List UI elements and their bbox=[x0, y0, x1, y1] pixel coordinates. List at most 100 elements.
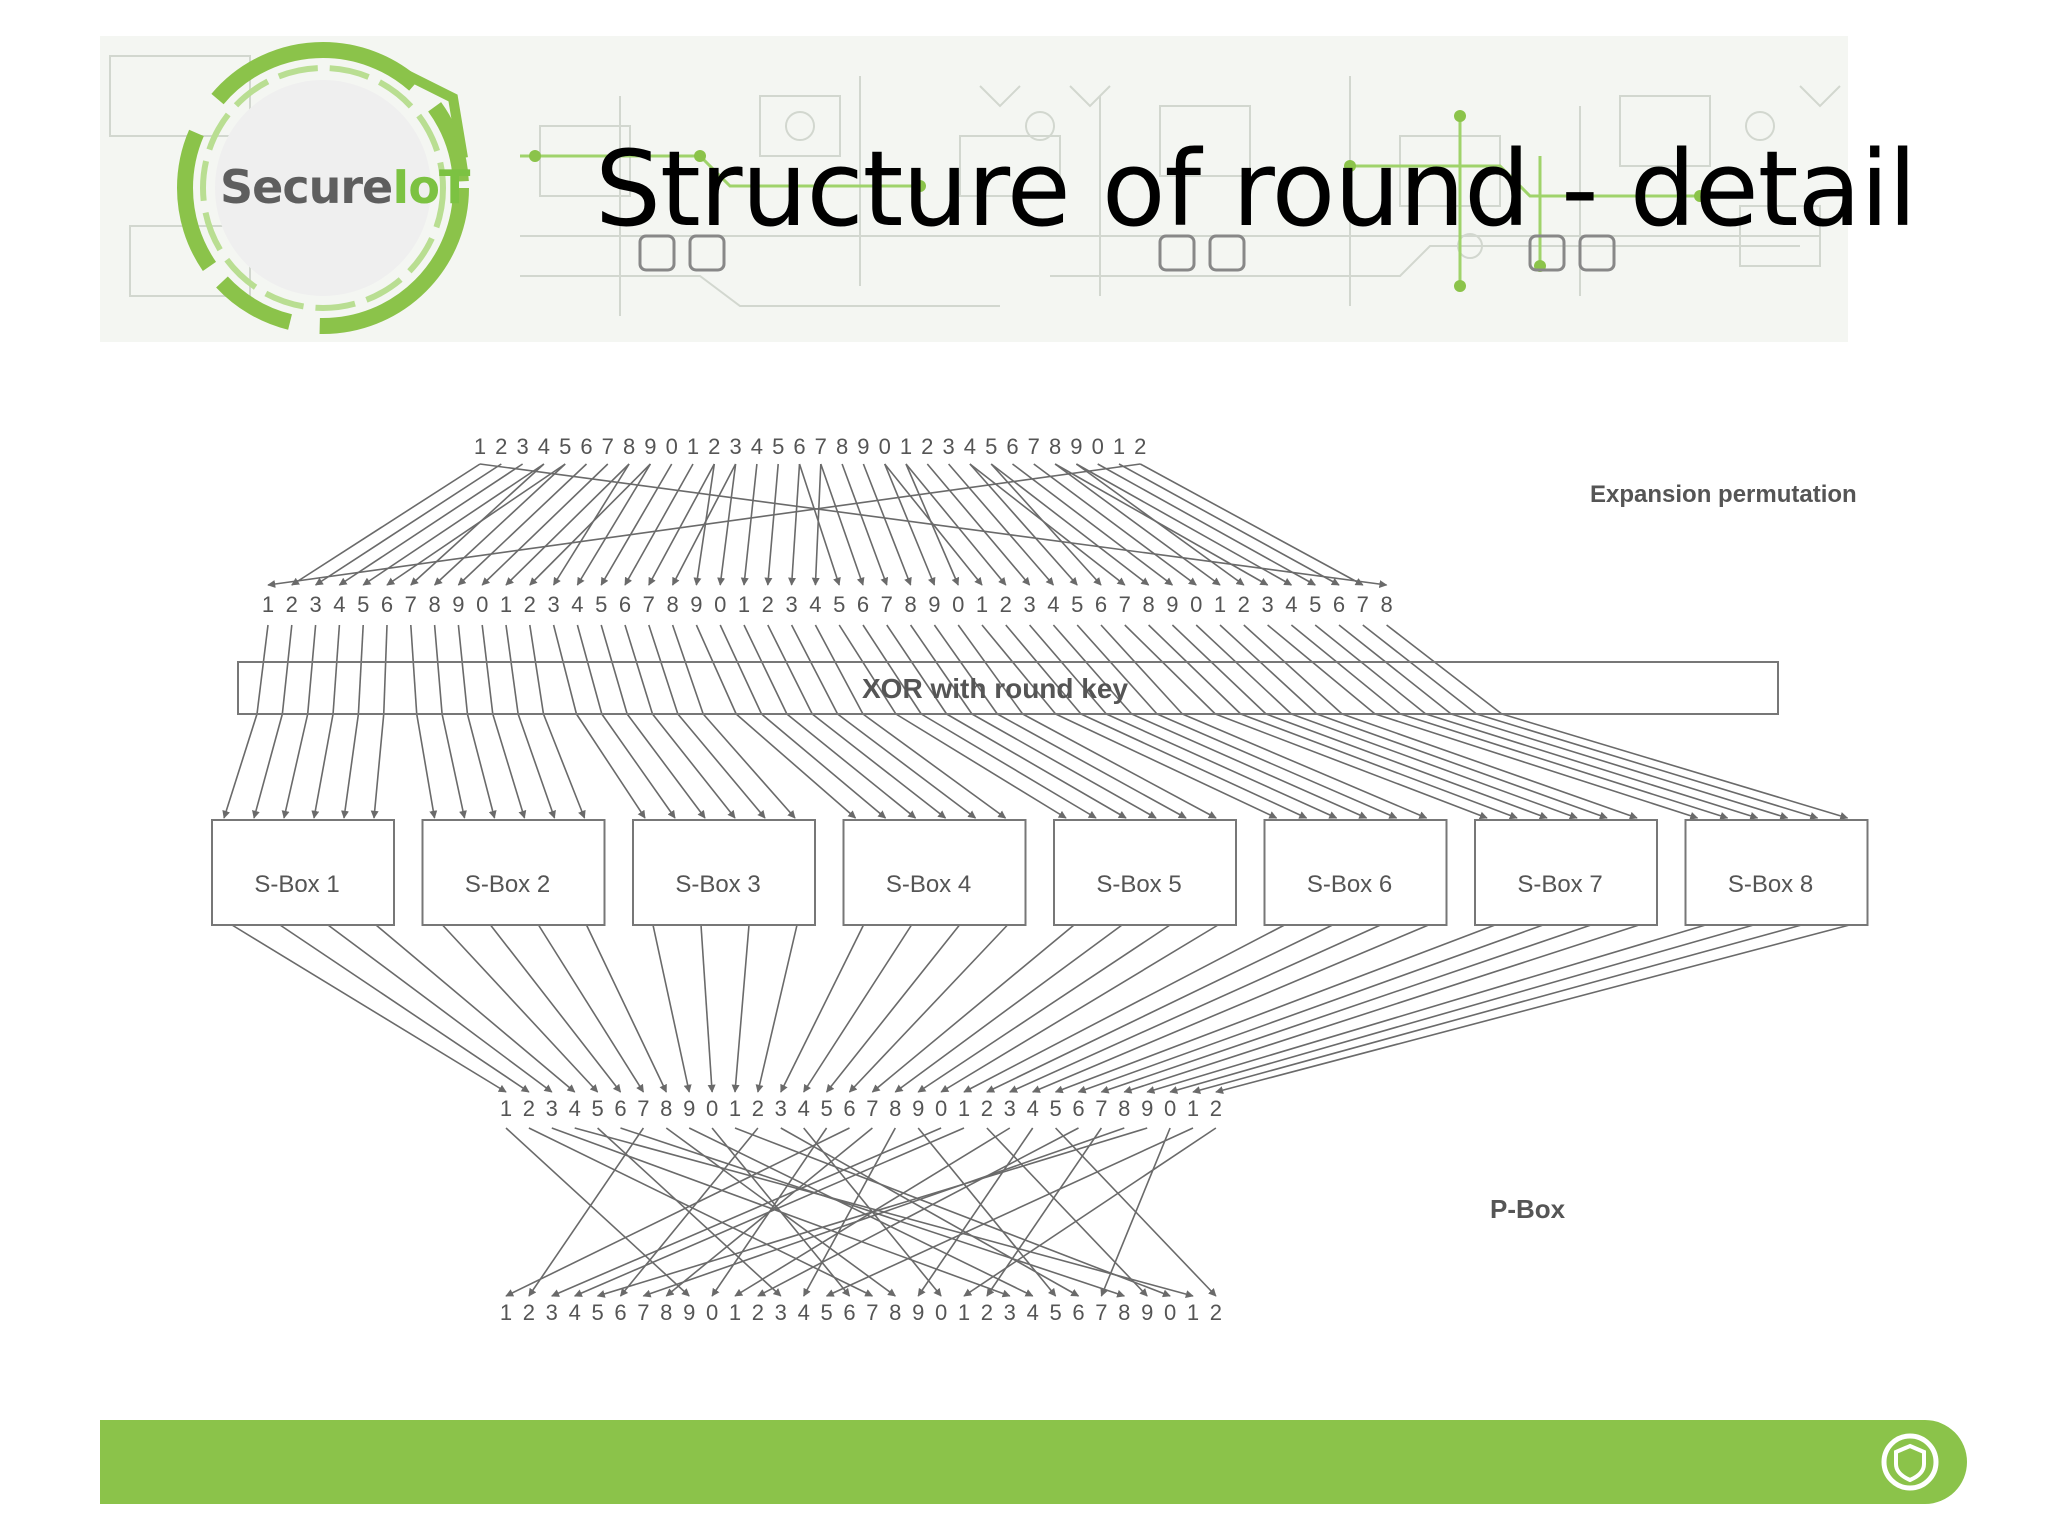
xor-wire-in-31 bbox=[981, 624, 1057, 715]
sbox-out-bit-7: 7 bbox=[637, 1096, 649, 1121]
sbox-out-wire-31 bbox=[1192, 924, 1802, 1094]
xor-wire-in-30 bbox=[957, 624, 1024, 715]
input-bit-18: 8 bbox=[836, 434, 848, 459]
xor-wire-out-30 bbox=[1022, 713, 1217, 819]
expanded-bit-47: 7 bbox=[1357, 592, 1369, 617]
xor-wire-in-26 bbox=[862, 624, 922, 715]
expanded-bit-15: 5 bbox=[595, 592, 607, 617]
pbox-out-bit-11: 1 bbox=[729, 1300, 741, 1325]
expansion-wire-26 bbox=[820, 463, 865, 586]
sbox-out-bit-18: 8 bbox=[889, 1096, 901, 1121]
sbox-out-bit-2: 2 bbox=[523, 1096, 535, 1121]
xor-wire-in-27 bbox=[886, 624, 948, 715]
input-bit-23: 3 bbox=[942, 434, 954, 459]
sbox-out-wire-8 bbox=[585, 924, 668, 1093]
xor-wire-in-6 bbox=[382, 624, 388, 715]
sbox-out-bit-30: 0 bbox=[1164, 1096, 1176, 1121]
expansion-wire-27 bbox=[841, 463, 889, 586]
sbox-label-1: S-Box 1 bbox=[254, 871, 339, 898]
pbox-out-bit-13: 3 bbox=[775, 1300, 787, 1325]
sbox-out-wire-4 bbox=[375, 924, 576, 1093]
xor-wire-in-43 bbox=[1267, 624, 1376, 715]
pbox-out-bit-24: 4 bbox=[1027, 1300, 1039, 1325]
pbox-out-bit-15: 5 bbox=[820, 1300, 832, 1325]
input-bit-12: 2 bbox=[708, 434, 720, 459]
expanded-bit-37: 7 bbox=[1119, 592, 1131, 617]
expanded-bit-14: 4 bbox=[571, 592, 583, 617]
pbox-out-bit-30: 0 bbox=[1164, 1300, 1176, 1325]
input-bit-28: 8 bbox=[1049, 434, 1061, 459]
pbox-wire-22 bbox=[986, 1127, 1103, 1297]
pbox-out-bit-22: 2 bbox=[981, 1300, 993, 1325]
xor-to-sbox-wires bbox=[222, 624, 1849, 820]
expanded-bit-8: 8 bbox=[428, 592, 440, 617]
xor-wire-out-13 bbox=[575, 713, 646, 819]
input-bit-3: 3 bbox=[516, 434, 528, 459]
sbox-out-bit-4: 4 bbox=[569, 1096, 581, 1121]
expanded-bit-38: 8 bbox=[1142, 592, 1154, 617]
xor-wire-out-37 bbox=[1215, 713, 1488, 820]
sbox-out-wire-2 bbox=[279, 924, 530, 1093]
sbox-out-bit-10: 0 bbox=[706, 1096, 718, 1121]
expanded-bit-1: 1 bbox=[262, 592, 274, 617]
pbox-wire-21 bbox=[963, 1127, 1217, 1297]
pbox-wire-9 bbox=[505, 1127, 690, 1297]
sbox-out-bit-28: 8 bbox=[1118, 1096, 1130, 1121]
sbox-label-4: S-Box 4 bbox=[886, 871, 971, 898]
expansion-wire-33 bbox=[926, 463, 1031, 586]
pbox-out-bit-29: 9 bbox=[1141, 1300, 1153, 1325]
xor-wire-out-40 bbox=[1291, 713, 1578, 820]
pbox-label: P-Box bbox=[1490, 1194, 1566, 1224]
xor-wire-in-9 bbox=[457, 624, 469, 715]
xor-wire-out-11 bbox=[517, 713, 556, 819]
xor-wire-in-38 bbox=[1148, 624, 1242, 715]
xor-wire-out-9 bbox=[466, 713, 497, 819]
expansion-wire-29 bbox=[883, 463, 936, 586]
xor-wire-out-46 bbox=[1450, 713, 1789, 820]
sbox-3 bbox=[632, 819, 816, 926]
expanded-bit-7: 7 bbox=[405, 592, 417, 617]
expansion-wire-19 bbox=[693, 463, 716, 586]
xor-wire-out-44 bbox=[1400, 713, 1729, 820]
sbox-out-bit-12: 2 bbox=[752, 1096, 764, 1121]
expanded-bit-29: 9 bbox=[928, 592, 940, 617]
sbox-out-wire-7 bbox=[537, 924, 645, 1093]
xor-wire-out-38 bbox=[1240, 713, 1518, 820]
xor-wire-out-20 bbox=[761, 713, 887, 819]
expanded-bit-32: 2 bbox=[1000, 592, 1012, 617]
pbox-wire-26 bbox=[780, 1127, 1080, 1297]
input-bit-8: 8 bbox=[623, 434, 635, 459]
xor-wire-in-47 bbox=[1362, 624, 1477, 715]
pbox-out-bit-8: 8 bbox=[660, 1300, 672, 1325]
sbox-8 bbox=[1684, 819, 1869, 926]
sbox-out-bit-6: 6 bbox=[614, 1096, 626, 1121]
sbox-label-7: S-Box 7 bbox=[1517, 871, 1602, 898]
sbox-out-bit-26: 6 bbox=[1072, 1096, 1084, 1121]
xor-wire-in-16 bbox=[624, 624, 654, 715]
expanded-bit-11: 1 bbox=[500, 592, 512, 617]
pbox-wire-24 bbox=[688, 1127, 1034, 1297]
pbox-out-bit-5: 5 bbox=[591, 1300, 603, 1325]
xor-wire-out-34 bbox=[1131, 713, 1368, 819]
xor-wire-in-22 bbox=[767, 624, 813, 715]
expanded-bit-21: 1 bbox=[738, 592, 750, 617]
sbox-out-wire-32 bbox=[1215, 924, 1850, 1095]
expansion-wire-11 bbox=[505, 463, 630, 586]
pbox-wire-30 bbox=[734, 1127, 1171, 1298]
sbox-out-bit-8: 8 bbox=[660, 1096, 672, 1121]
sbox-label-8: S-Box 8 bbox=[1728, 871, 1813, 898]
sbox-out-bit-29: 9 bbox=[1141, 1096, 1153, 1121]
pbox-out-bit-20: 0 bbox=[935, 1300, 947, 1325]
pbox-wire-23 bbox=[551, 1127, 1011, 1298]
pbox-out-bit-3: 3 bbox=[546, 1300, 558, 1325]
page-title: Structure of round - detail bbox=[595, 128, 1917, 250]
xor-wire-in-45 bbox=[1314, 624, 1427, 715]
sbox-out-bit-13: 3 bbox=[775, 1096, 787, 1121]
expanded-bit-5: 5 bbox=[357, 592, 369, 617]
expansion-wire-6 bbox=[386, 463, 566, 586]
expansion-wire-20 bbox=[717, 463, 737, 586]
